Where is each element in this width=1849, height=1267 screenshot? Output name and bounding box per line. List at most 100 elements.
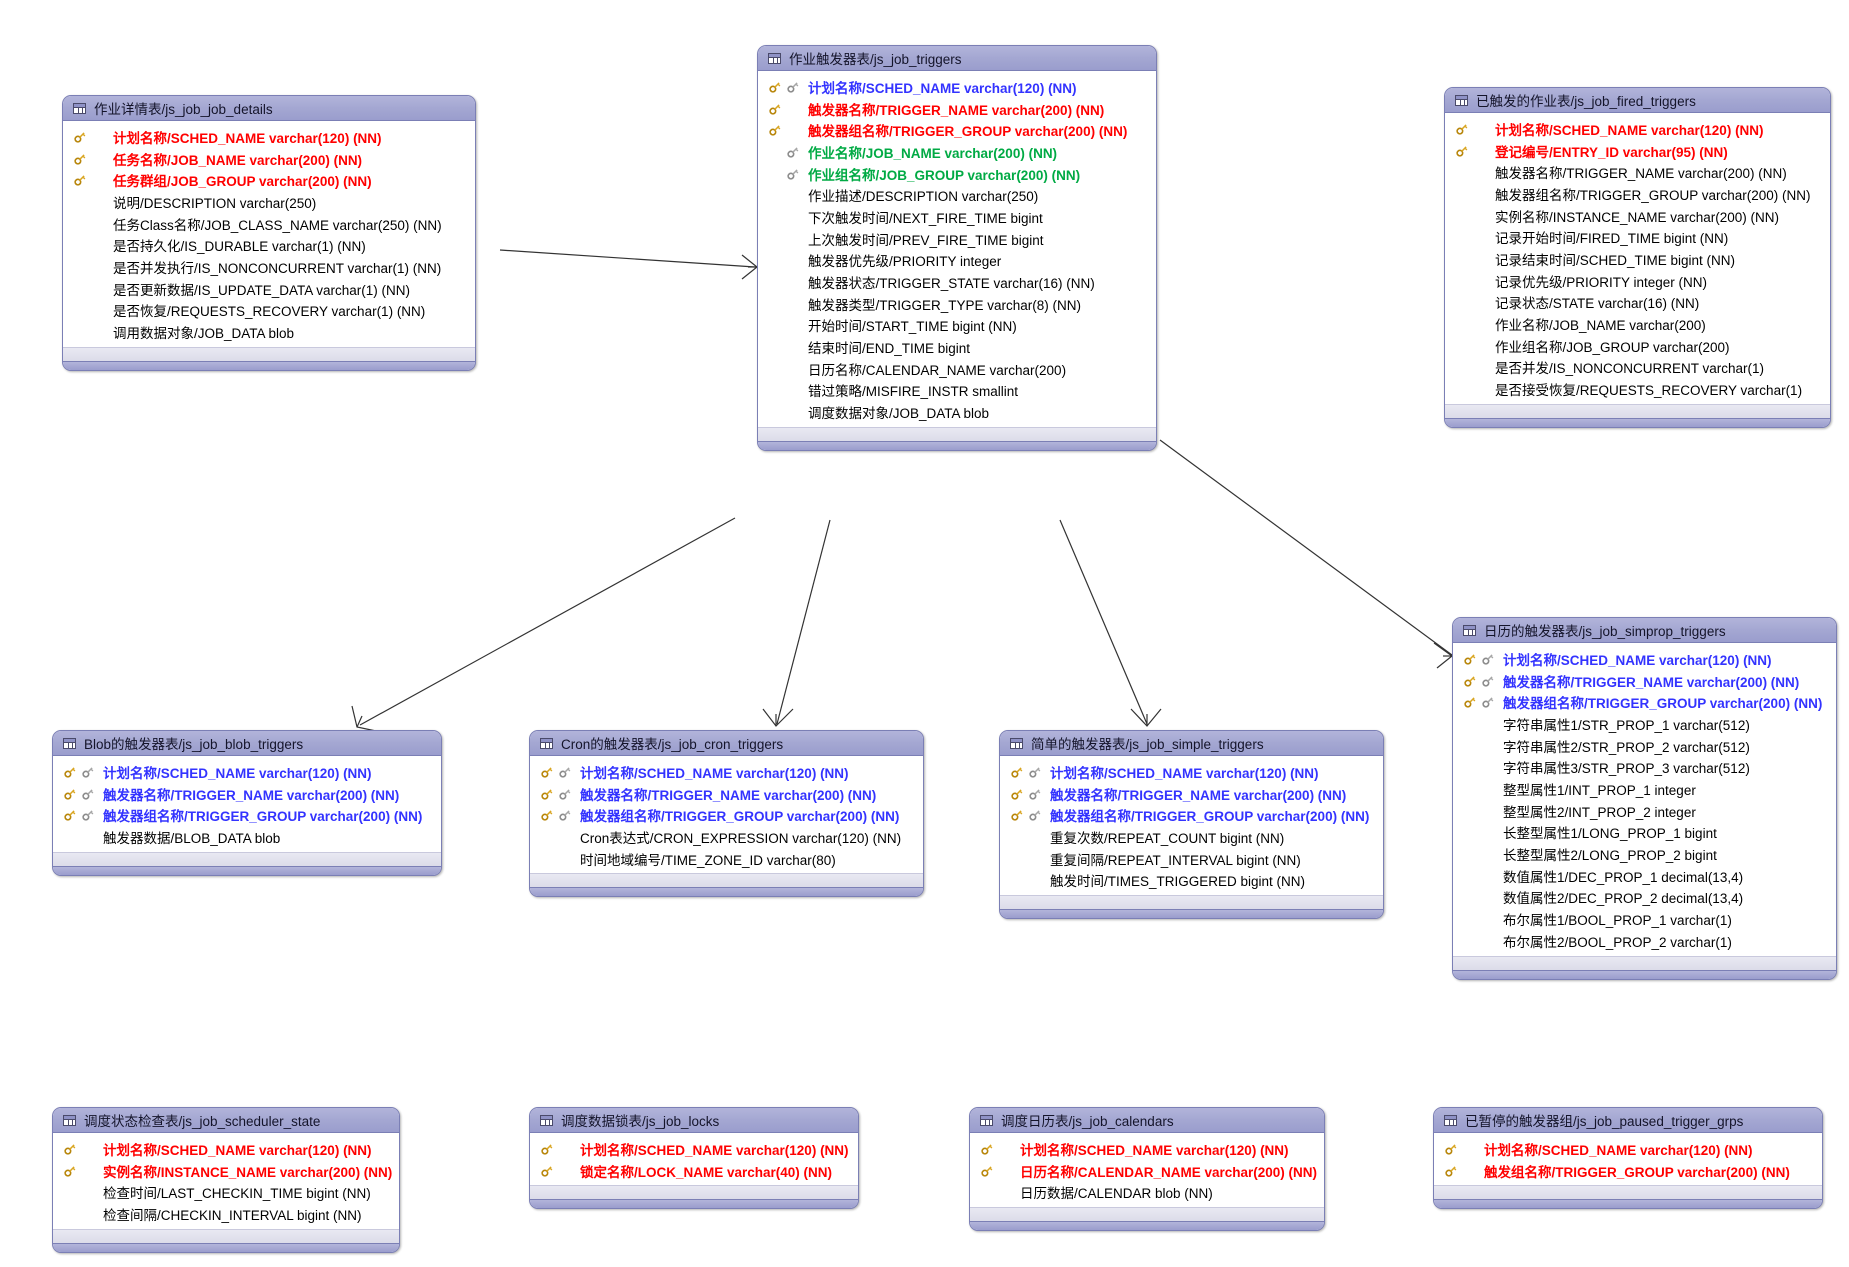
attribute-row[interactable]: 是否并发执行/IS_NONCONCURRENT varchar(1) (NN) <box>63 256 475 278</box>
entity-js_job_blob_triggers[interactable]: Blob的触发器表/js_job_blob_triggers 计划名称/SCHED… <box>52 730 442 876</box>
attribute-row[interactable]: 记录开始时间/FIRED_TIME bigint (NN) <box>1445 226 1830 248</box>
attribute-row[interactable]: 触发器名称/TRIGGER_NAME varchar(200) (NN) <box>530 783 923 805</box>
attribute-row[interactable]: 计划名称/SCHED_NAME varchar(120) (NN) <box>530 1138 858 1160</box>
attribute-row[interactable]: 任务名称/JOB_NAME varchar(200) (NN) <box>63 148 475 170</box>
attribute-row[interactable]: 重复间隔/REPEAT_INTERVAL bigint (NN) <box>1000 848 1383 870</box>
attribute-row[interactable]: 说明/DESCRIPTION varchar(250) <box>63 191 475 213</box>
attribute-row[interactable]: 触发器状态/TRIGGER_STATE varchar(16) (NN) <box>758 271 1156 293</box>
entity-js_job_locks[interactable]: 调度数据锁表/js_job_locks 计划名称/SCHED_NAME varch… <box>529 1107 859 1210</box>
entity-js_job_calendars[interactable]: 调度日历表/js_job_calendars 计划名称/SCHED_NAME va… <box>969 1107 1325 1232</box>
attribute-row[interactable]: 登记编号/ENTRY_ID varchar(95) (NN) <box>1445 140 1830 162</box>
attribute-row[interactable]: 锁定名称/LOCK_NAME varchar(40) (NN) <box>530 1160 858 1182</box>
attribute-row[interactable]: 计划名称/SCHED_NAME varchar(120) (NN) <box>1434 1138 1822 1160</box>
entity-js_job_scheduler_state[interactable]: 调度状态检查表/js_job_scheduler_state 计划名称/SCHED… <box>52 1107 400 1253</box>
entity-header-js_job_simprop_triggers[interactable]: 日历的触发器表/js_job_simprop_triggers <box>1453 618 1836 643</box>
attribute-row[interactable]: 调度数据对象/JOB_DATA blob <box>758 401 1156 423</box>
attribute-row[interactable]: 计划名称/SCHED_NAME varchar(120) (NN) <box>1000 761 1383 783</box>
entity-header-js_job_simple_triggers[interactable]: 简单的触发器表/js_job_simple_triggers <box>1000 731 1383 756</box>
attribute-row[interactable]: 触发器名称/TRIGGER_NAME varchar(200) (NN) <box>1445 161 1830 183</box>
attribute-row[interactable]: Cron表达式/CRON_EXPRESSION varchar(120) (NN… <box>530 826 923 848</box>
attribute-row[interactable]: 长整型属性2/LONG_PROP_2 bigint <box>1453 843 1836 865</box>
attribute-row[interactable]: 触发器名称/TRIGGER_NAME varchar(200) (NN) <box>758 98 1156 120</box>
attribute-row[interactable]: 重复次数/REPEAT_COUNT bigint (NN) <box>1000 826 1383 848</box>
entity-header-js_job_locks[interactable]: 调度数据锁表/js_job_locks <box>530 1108 858 1133</box>
entity-header-js_job_fired_triggers[interactable]: 已触发的作业表/js_job_fired_triggers <box>1445 88 1830 113</box>
attribute-row[interactable]: 开始时间/START_TIME bigint (NN) <box>758 315 1156 337</box>
entity-header-js_job_paused_trigger_grps[interactable]: 已暂停的触发器组/js_job_paused_trigger_grps <box>1434 1108 1822 1133</box>
attribute-row[interactable]: 字符串属性3/STR_PROP_3 varchar(512) <box>1453 756 1836 778</box>
attribute-row[interactable]: 结束时间/END_TIME bigint <box>758 336 1156 358</box>
attribute-row[interactable]: 触发器组名称/TRIGGER_GROUP varchar(200) (NN) <box>53 804 441 826</box>
attribute-row[interactable]: 错过策略/MISFIRE_INSTR smallint <box>758 380 1156 402</box>
attribute-row[interactable]: 触发器组名称/TRIGGER_GROUP varchar(200) (NN) <box>530 804 923 826</box>
attribute-row[interactable]: 日历数据/CALENDAR blob (NN) <box>970 1181 1324 1203</box>
attribute-row[interactable]: 数值属性2/DEC_PROP_2 decimal(13,4) <box>1453 887 1836 909</box>
attribute-row[interactable]: 整型属性1/INT_PROP_1 integer <box>1453 778 1836 800</box>
attribute-row[interactable]: 记录优先级/PRIORITY integer (NN) <box>1445 270 1830 292</box>
attribute-row[interactable]: 记录结束时间/SCHED_TIME bigint (NN) <box>1445 248 1830 270</box>
attribute-row[interactable]: 触发时间/TIMES_TRIGGERED bigint (NN) <box>1000 869 1383 891</box>
attribute-row[interactable]: 计划名称/SCHED_NAME varchar(120) (NN) <box>970 1138 1324 1160</box>
entity-header-js_job_scheduler_state[interactable]: 调度状态检查表/js_job_scheduler_state <box>53 1108 399 1133</box>
entity-js_job_job_details[interactable]: 作业详情表/js_job_job_details 计划名称/SCHED_NAME … <box>62 95 476 371</box>
attribute-row[interactable]: 作业名称/JOB_NAME varchar(200) <box>1445 313 1830 335</box>
attribute-row[interactable]: 计划名称/SCHED_NAME varchar(120) (NN) <box>1453 648 1836 670</box>
attribute-row[interactable]: 实例名称/INSTANCE_NAME varchar(200) (NN) <box>1445 205 1830 227</box>
attribute-row[interactable]: 作业描述/DESCRIPTION varchar(250) <box>758 184 1156 206</box>
attribute-row[interactable]: 整型属性2/INT_PROP_2 integer <box>1453 800 1836 822</box>
attribute-row[interactable]: 是否更新数据/IS_UPDATE_DATA varchar(1) (NN) <box>63 278 475 300</box>
attribute-row[interactable]: 作业名称/JOB_NAME varchar(200) (NN) <box>758 141 1156 163</box>
attribute-row[interactable]: 计划名称/SCHED_NAME varchar(120) (NN) <box>530 761 923 783</box>
attribute-row[interactable]: 日历名称/CALENDAR_NAME varchar(200) <box>758 358 1156 380</box>
attribute-row[interactable]: 触发器组名称/TRIGGER_GROUP varchar(200) (NN) <box>1453 691 1836 713</box>
attribute-row[interactable]: 触发器组名称/TRIGGER_GROUP varchar(200) (NN) <box>1000 804 1383 826</box>
attribute-row[interactable]: 任务群组/JOB_GROUP varchar(200) (NN) <box>63 169 475 191</box>
entity-js_job_simprop_triggers[interactable]: 日历的触发器表/js_job_simprop_triggers 计划名称/SCHE… <box>1452 617 1837 980</box>
attribute-row[interactable]: 计划名称/SCHED_NAME varchar(120) (NN) <box>53 1138 399 1160</box>
entity-header-js_job_job_details[interactable]: 作业详情表/js_job_job_details <box>63 96 475 121</box>
attribute-row[interactable]: 时间地域编号/TIME_ZONE_ID varchar(80) <box>530 848 923 870</box>
attribute-row[interactable]: 检查时间/LAST_CHECKIN_TIME bigint (NN) <box>53 1181 399 1203</box>
entity-js_job_fired_triggers[interactable]: 已触发的作业表/js_job_fired_triggers 计划名称/SCHED_… <box>1444 87 1831 428</box>
attribute-row[interactable]: 是否接受恢复/REQUESTS_RECOVERY varchar(1) <box>1445 378 1830 400</box>
attribute-row[interactable]: 计划名称/SCHED_NAME varchar(120) (NN) <box>63 126 475 148</box>
attribute-row[interactable]: 触发器名称/TRIGGER_NAME varchar(200) (NN) <box>53 783 441 805</box>
attribute-row[interactable]: 计划名称/SCHED_NAME varchar(120) (NN) <box>53 761 441 783</box>
attribute-row[interactable]: 是否并发/IS_NONCONCURRENT varchar(1) <box>1445 357 1830 379</box>
attribute-row[interactable]: 检查间隔/CHECKIN_INTERVAL bigint (NN) <box>53 1203 399 1225</box>
attribute-row[interactable]: 布尔属性1/BOOL_PROP_1 varchar(1) <box>1453 908 1836 930</box>
attribute-row[interactable]: 字符串属性1/STR_PROP_1 varchar(512) <box>1453 713 1836 735</box>
attribute-row[interactable]: 触发器组名称/TRIGGER_GROUP varchar(200) (NN) <box>1445 183 1830 205</box>
entity-header-js_job_triggers[interactable]: 作业触发器表/js_job_triggers <box>758 46 1156 71</box>
entity-js_job_cron_triggers[interactable]: Cron的触发器表/js_job_cron_triggers 计划名称/SCHED… <box>529 730 924 898</box>
attribute-row[interactable]: 触发组名称/TRIGGER_GROUP varchar(200) (NN) <box>1434 1160 1822 1182</box>
attribute-row[interactable]: 长整型属性1/LONG_PROP_1 bigint <box>1453 822 1836 844</box>
entity-header-js_job_calendars[interactable]: 调度日历表/js_job_calendars <box>970 1108 1324 1133</box>
attribute-row[interactable]: 记录状态/STATE varchar(16) (NN) <box>1445 292 1830 314</box>
attribute-row[interactable]: 日历名称/CALENDAR_NAME varchar(200) (NN) <box>970 1160 1324 1182</box>
attribute-row[interactable]: 上次触发时间/PREV_FIRE_TIME bigint <box>758 228 1156 250</box>
entity-js_job_triggers[interactable]: 作业触发器表/js_job_triggers 计划名称/SCHED_NAME va… <box>757 45 1157 451</box>
attribute-row[interactable]: 数值属性1/DEC_PROP_1 decimal(13,4) <box>1453 865 1836 887</box>
attribute-row[interactable]: 计划名称/SCHED_NAME varchar(120) (NN) <box>758 76 1156 98</box>
attribute-row[interactable]: 调用数据对象/JOB_DATA blob <box>63 321 475 343</box>
attribute-row[interactable]: 是否恢复/REQUESTS_RECOVERY varchar(1) (NN) <box>63 300 475 322</box>
attribute-row[interactable]: 触发器数据/BLOB_DATA blob <box>53 826 441 848</box>
attribute-row[interactable]: 布尔属性2/BOOL_PROP_2 varchar(1) <box>1453 930 1836 952</box>
entity-header-js_job_cron_triggers[interactable]: Cron的触发器表/js_job_cron_triggers <box>530 731 923 756</box>
attribute-row[interactable]: 实例名称/INSTANCE_NAME varchar(200) (NN) <box>53 1160 399 1182</box>
attribute-row[interactable]: 作业组名称/JOB_GROUP varchar(200) <box>1445 335 1830 357</box>
attribute-row[interactable]: 触发器优先级/PRIORITY integer <box>758 250 1156 272</box>
attribute-row[interactable]: 作业组名称/JOB_GROUP varchar(200) (NN) <box>758 163 1156 185</box>
attribute-row[interactable]: 触发器组名称/TRIGGER_GROUP varchar(200) (NN) <box>758 119 1156 141</box>
attribute-row[interactable]: 触发器名称/TRIGGER_NAME varchar(200) (NN) <box>1453 670 1836 692</box>
attribute-row[interactable]: 计划名称/SCHED_NAME varchar(120) (NN) <box>1445 118 1830 140</box>
attribute-row[interactable]: 触发器类型/TRIGGER_TYPE varchar(8) (NN) <box>758 293 1156 315</box>
attribute-row[interactable]: 字符串属性2/STR_PROP_2 varchar(512) <box>1453 735 1836 757</box>
entity-header-js_job_blob_triggers[interactable]: Blob的触发器表/js_job_blob_triggers <box>53 731 441 756</box>
attribute-row[interactable]: 下次触发时间/NEXT_FIRE_TIME bigint <box>758 206 1156 228</box>
attribute-row[interactable]: 触发器名称/TRIGGER_NAME varchar(200) (NN) <box>1000 783 1383 805</box>
entity-js_job_paused_trigger_grps[interactable]: 已暂停的触发器组/js_job_paused_trigger_grps 计划名称/… <box>1433 1107 1823 1210</box>
entity-js_job_simple_triggers[interactable]: 简单的触发器表/js_job_simple_triggers 计划名称/SCHED… <box>999 730 1384 920</box>
attribute-row[interactable]: 是否持久化/IS_DURABLE varchar(1) (NN) <box>63 234 475 256</box>
